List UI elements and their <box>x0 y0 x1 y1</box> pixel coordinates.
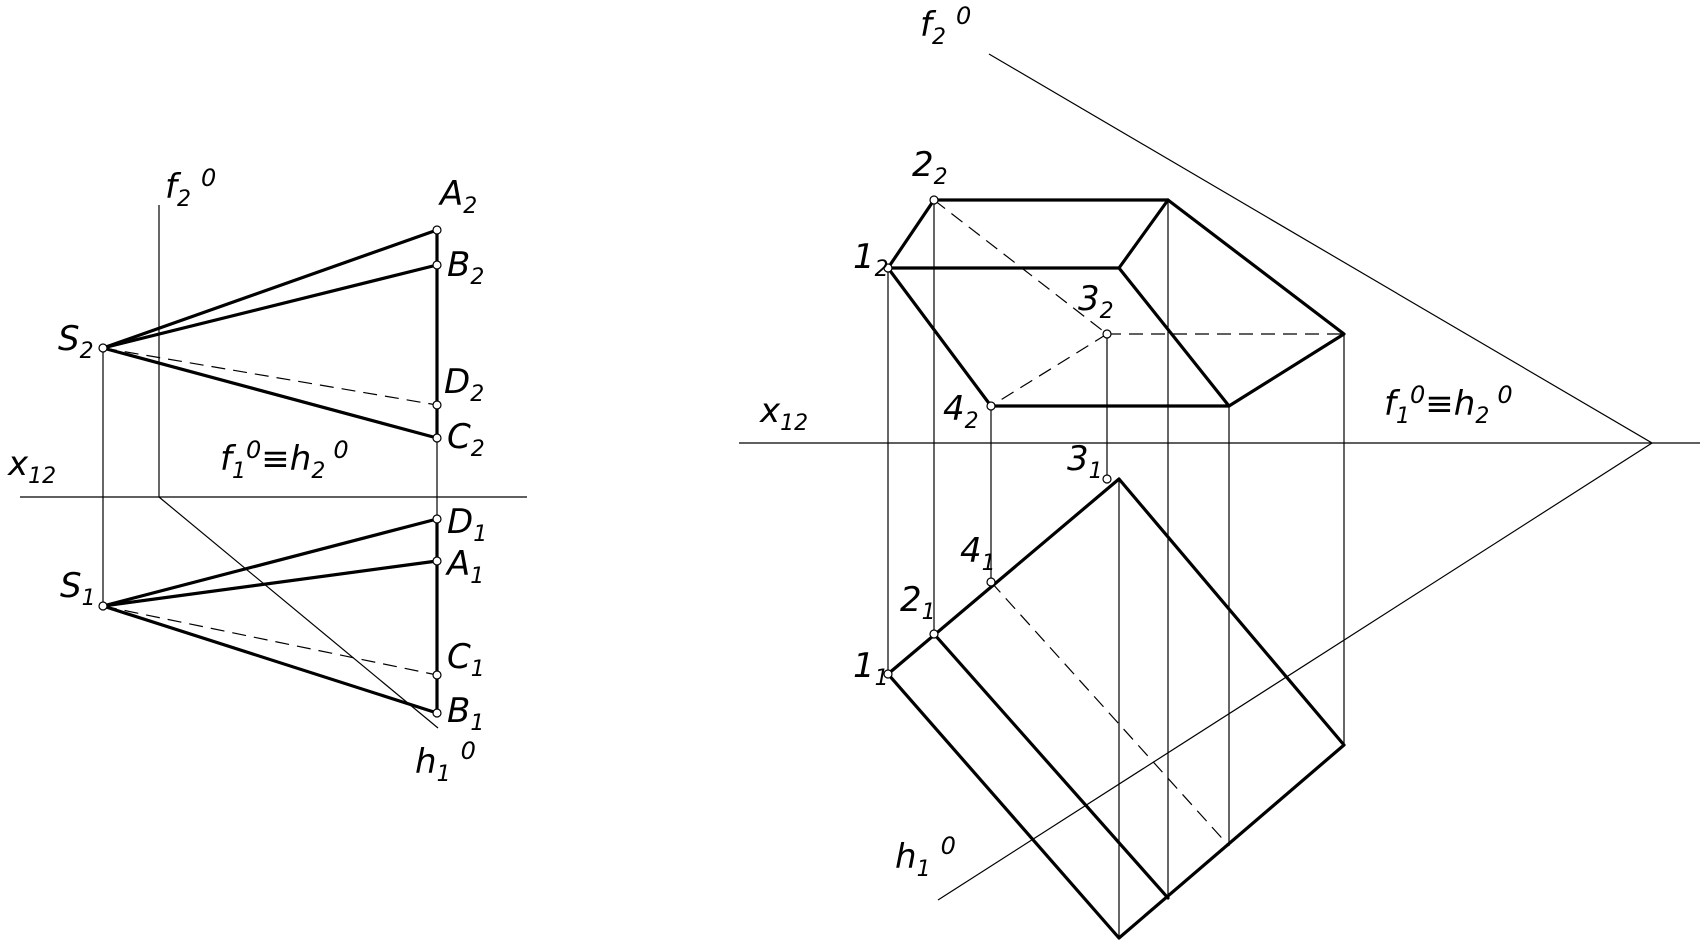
right-trace-h1 <box>937 442 1653 901</box>
left-edge-s2d2-hidden <box>102 347 438 406</box>
point-3-1 <box>1102 474 1112 484</box>
left-edge-s1d1 <box>101 517 439 608</box>
label-3-2: 32 <box>1078 279 1114 324</box>
right-front-hidden-23 <box>933 199 1108 335</box>
label-4-2: 42 <box>943 389 979 434</box>
label-right-f1-h2: f10≡h20 <box>1384 381 1513 429</box>
point-s2 <box>98 343 108 353</box>
left-edge-s1b1 <box>101 604 439 715</box>
point-c2 <box>432 433 442 443</box>
left-edge-s1a1 <box>101 559 439 608</box>
right-top-hidden-4 <box>990 581 1230 847</box>
label-left-f2: f20 <box>165 164 216 212</box>
point-4-1 <box>986 577 996 587</box>
label-left-x12: x12 <box>7 444 56 489</box>
label-2-1: 21 <box>900 580 936 625</box>
label-left-h1: h10 <box>415 737 476 787</box>
point-1-1 <box>883 669 893 679</box>
left-trace-h1 <box>158 496 439 729</box>
label-c2: C2 <box>447 417 485 462</box>
label-b1: B1 <box>447 691 484 736</box>
point-s1 <box>98 601 108 611</box>
point-d1 <box>432 514 442 524</box>
left-edge-s2b2 <box>101 263 439 350</box>
label-1-1: 11 <box>853 646 889 691</box>
label-1-2: 12 <box>853 237 889 282</box>
right-front-outline <box>886 198 1346 408</box>
point-1-2 <box>883 263 893 273</box>
label-right-x12: x12 <box>759 391 808 436</box>
right-trace-f2 <box>988 53 1653 444</box>
point-4-2 <box>986 401 996 411</box>
label-3-1: 31 <box>1067 439 1103 484</box>
right-top-edge-2 <box>932 632 1170 900</box>
label-b2: B2 <box>447 245 484 290</box>
label-right-f2: f20 <box>920 2 971 50</box>
right-front-edge-inner-diag <box>1117 198 1170 270</box>
right-front-edge-inner-diag2 <box>1117 266 1231 408</box>
point-b2 <box>432 260 442 270</box>
label-s1: S1 <box>60 566 96 611</box>
label-d2: D2 <box>444 362 484 407</box>
label-a2: A2 <box>438 174 477 219</box>
point-a2 <box>432 225 442 235</box>
label-right-h1: h10 <box>895 832 956 882</box>
point-2-2 <box>929 195 939 205</box>
label-2-2: 22 <box>912 145 948 190</box>
left-edge-s2c2 <box>101 346 439 440</box>
left-figure-pyramid: f20 A2 B2 S2 D2 C2 x12 f10≡h20 S1 D1 A1 <box>7 164 527 787</box>
point-2-1 <box>929 629 939 639</box>
left-edge-s1c1-hidden <box>102 605 438 676</box>
right-figure-prism: f20 22 12 32 x12 42 f10≡h20 31 41 21 11 <box>739 2 1700 940</box>
right-front-hidden-34 <box>990 333 1108 407</box>
label-left-f1-h2: f10≡h20 <box>220 436 349 484</box>
point-a1 <box>432 556 442 566</box>
point-b1 <box>432 708 442 718</box>
label-4-1: 41 <box>960 531 996 576</box>
label-c1: C1 <box>447 637 485 682</box>
point-d2 <box>432 400 442 410</box>
right-top-outline <box>886 477 1346 940</box>
label-d1: D1 <box>447 502 487 547</box>
point-3-2 <box>1102 329 1112 339</box>
point-c1 <box>432 670 442 680</box>
label-s2: S2 <box>58 319 94 364</box>
label-a1: A1 <box>445 544 484 589</box>
left-edge-s2a2 <box>101 228 439 350</box>
